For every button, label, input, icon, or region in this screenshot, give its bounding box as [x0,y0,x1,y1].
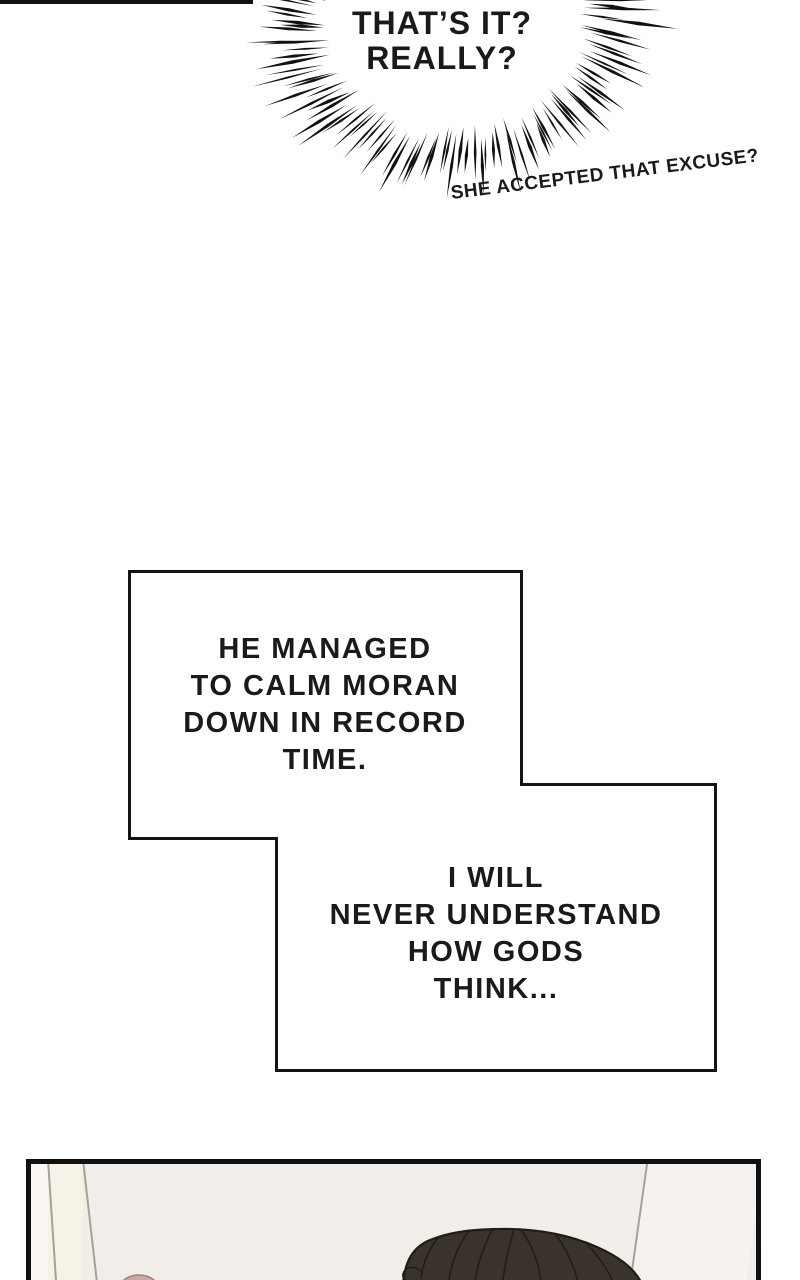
shout-line-2: REALLY? [366,40,518,76]
bottom-panel [26,1159,761,1280]
shout-line-1: THAT’S IT? [351,5,533,41]
narration-line: NEVER UNDERSTAND [329,899,663,931]
panel-wall [31,1164,756,1280]
wall-strip-light [31,1164,48,1280]
narration-line: I WILL [448,862,544,894]
narration-line: THINK... [433,973,559,1005]
previous-panel-edge [0,0,253,4]
narration-line: HOW GODS [407,936,585,968]
narration-line: TO CALM MORAN [190,670,460,702]
wall-line-left-2 [82,1164,99,1280]
pink-head-top [122,1274,156,1280]
narration-box-outline [128,570,717,1072]
narration-box-shape [128,570,717,1072]
narration-box-1: HE MANAGED TO CALM MORAN DOWN IN RECORD … [128,631,522,779]
shout-text: THAT’S IT? REALLY? [292,6,592,76]
handwritten-aside: SHE ACCEPTED THAT EXCUSE? [449,145,761,204]
narration-line: TIME. [282,744,368,776]
narration-box-2: I WILL NEVER UNDERSTAND HOW GODS THINK..… [275,860,717,1008]
narration-line: HE MANAGED [218,633,432,665]
narration-line: DOWN IN RECORD [183,707,467,739]
character-hair [402,1227,642,1280]
